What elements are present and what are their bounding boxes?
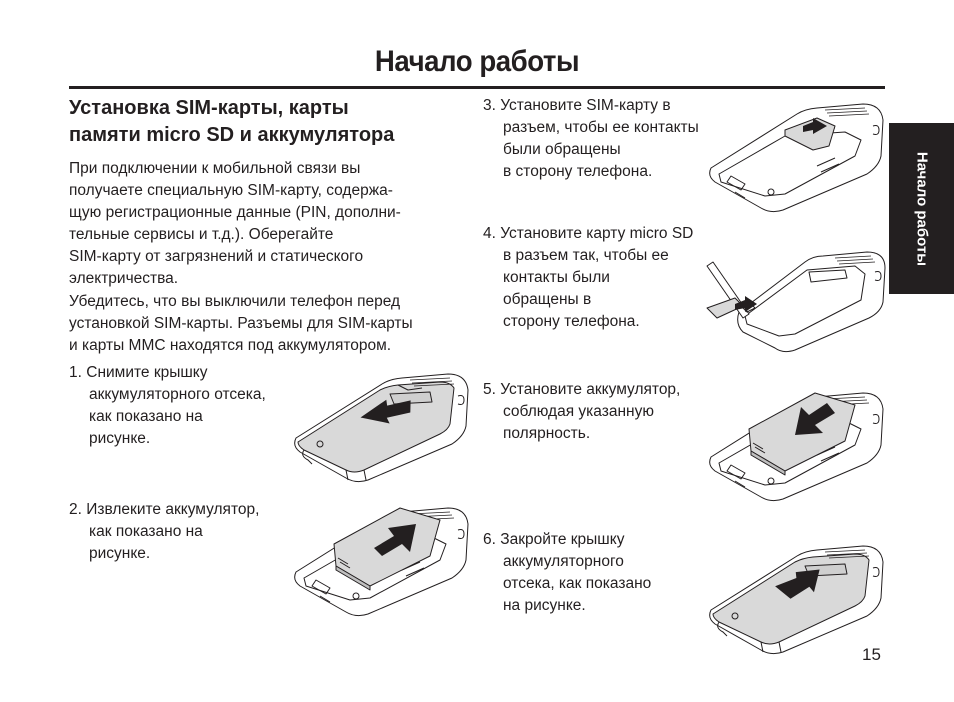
title-rule (69, 86, 885, 89)
step-text: полярность. (503, 425, 591, 442)
step-text: обращены в (503, 291, 592, 308)
step-text: Установите аккумулятор, (500, 381, 681, 398)
step-text: в сторону телефона. (503, 163, 653, 180)
phone-battery-insert-illustration (709, 392, 884, 502)
step-number: 1. (69, 364, 82, 381)
phone-microsd-insert-illustration (706, 251, 886, 353)
paragraph-line: получаете специальную SIM-карту, содержа… (69, 182, 393, 199)
arrow-down-left-icon (360, 399, 411, 424)
paragraph-line: щую регистрационные данные (PIN, дополни… (69, 204, 401, 221)
step-text: как показано на (89, 523, 203, 540)
paragraph-line: При подключении к мобильной связи вы (69, 160, 361, 177)
step-number: 2. (69, 501, 82, 518)
paragraph-line: электричества. (69, 270, 179, 287)
step-text: контакты были (503, 269, 610, 286)
phone-cover-remove-illustration (294, 373, 469, 483)
step-text: на рисунке. (503, 597, 586, 614)
phone-cover-close-illustration (709, 545, 884, 655)
page-title: Начало работы (374, 45, 580, 78)
section-heading: Установка SIM-карты, карты памяти micro … (69, 95, 469, 149)
arrow-right-icon (735, 296, 757, 312)
step-number: 3. (483, 97, 496, 114)
step-number: 5. (483, 381, 496, 398)
phone-sim-insert-illustration (709, 103, 884, 213)
step-text: отсека, как показано (503, 575, 652, 592)
phone-battery-remove-illustration (294, 507, 469, 617)
step-text: аккумуляторного (503, 553, 624, 570)
step-3: 3. Установите SIM-карту в разъем, чтобы … (483, 95, 699, 183)
chapter-side-tab[interactable]: Начало работы (889, 123, 954, 294)
step-text: разъем, чтобы ее контакты (503, 119, 699, 136)
arrow-down-left-icon (795, 403, 835, 435)
step-text: в разъем так, чтобы ее (503, 247, 669, 264)
step-2: 2. Извлеките аккумулятор, как показано н… (69, 499, 259, 565)
paragraph-line: Убедитесь, что вы выключили телефон пере… (69, 293, 401, 310)
step-text: рисунке. (89, 430, 151, 447)
step-text: соблюдая указанную (503, 403, 654, 420)
step-1: 1. Снимите крышку аккумуляторного отсека… (69, 362, 266, 450)
paragraph-line: установкой SIM-карты. Разъемы для SIM-ка… (69, 315, 413, 332)
step-text: Закройте крышку (500, 531, 625, 548)
warning-paragraph: Убедитесь, что вы выключили телефон пере… (69, 291, 469, 357)
step-text: были обращены (503, 141, 621, 158)
section-heading-line: Установка SIM-карты, карты (69, 97, 349, 119)
step-text: Установите карту micro SD (500, 225, 694, 242)
paragraph-line: и карты MMC находятся под аккумулятором. (69, 337, 392, 354)
step-text: Извлеките аккумулятор, (86, 501, 260, 518)
step-text: рисунке. (89, 545, 151, 562)
step-6: 6. Закройте крышку аккумуляторного отсек… (483, 529, 651, 617)
step-text: сторону телефона. (503, 313, 640, 330)
step-number: 6. (483, 531, 496, 548)
step-5: 5. Установите аккумулятор, соблюдая указ… (483, 379, 680, 445)
paragraph-line: SIM-карту от загрязнений и статического (69, 248, 364, 265)
step-text: Установите SIM-карту в (500, 97, 671, 114)
intro-paragraph: При подключении к мобильной связи вы пол… (69, 158, 469, 290)
step-number: 4. (483, 225, 496, 242)
side-tab-label: Начало работы (913, 151, 930, 266)
step-text: как показано на (89, 408, 203, 425)
step-text: Снимите крышку (86, 364, 208, 381)
step-4: 4. Установите карту micro SD в разъем та… (483, 223, 693, 333)
arrow-up-right-icon (374, 524, 416, 556)
arrow-up-right-icon (775, 569, 820, 599)
page-number: 15 (862, 645, 881, 664)
section-heading-line: памяти micro SD и аккумулятора (69, 124, 395, 146)
step-text: аккумуляторного отсека, (89, 386, 266, 403)
arrow-right-icon (803, 118, 827, 134)
paragraph-line: тельные сервисы и т.д.). Оберегайте (69, 226, 334, 243)
